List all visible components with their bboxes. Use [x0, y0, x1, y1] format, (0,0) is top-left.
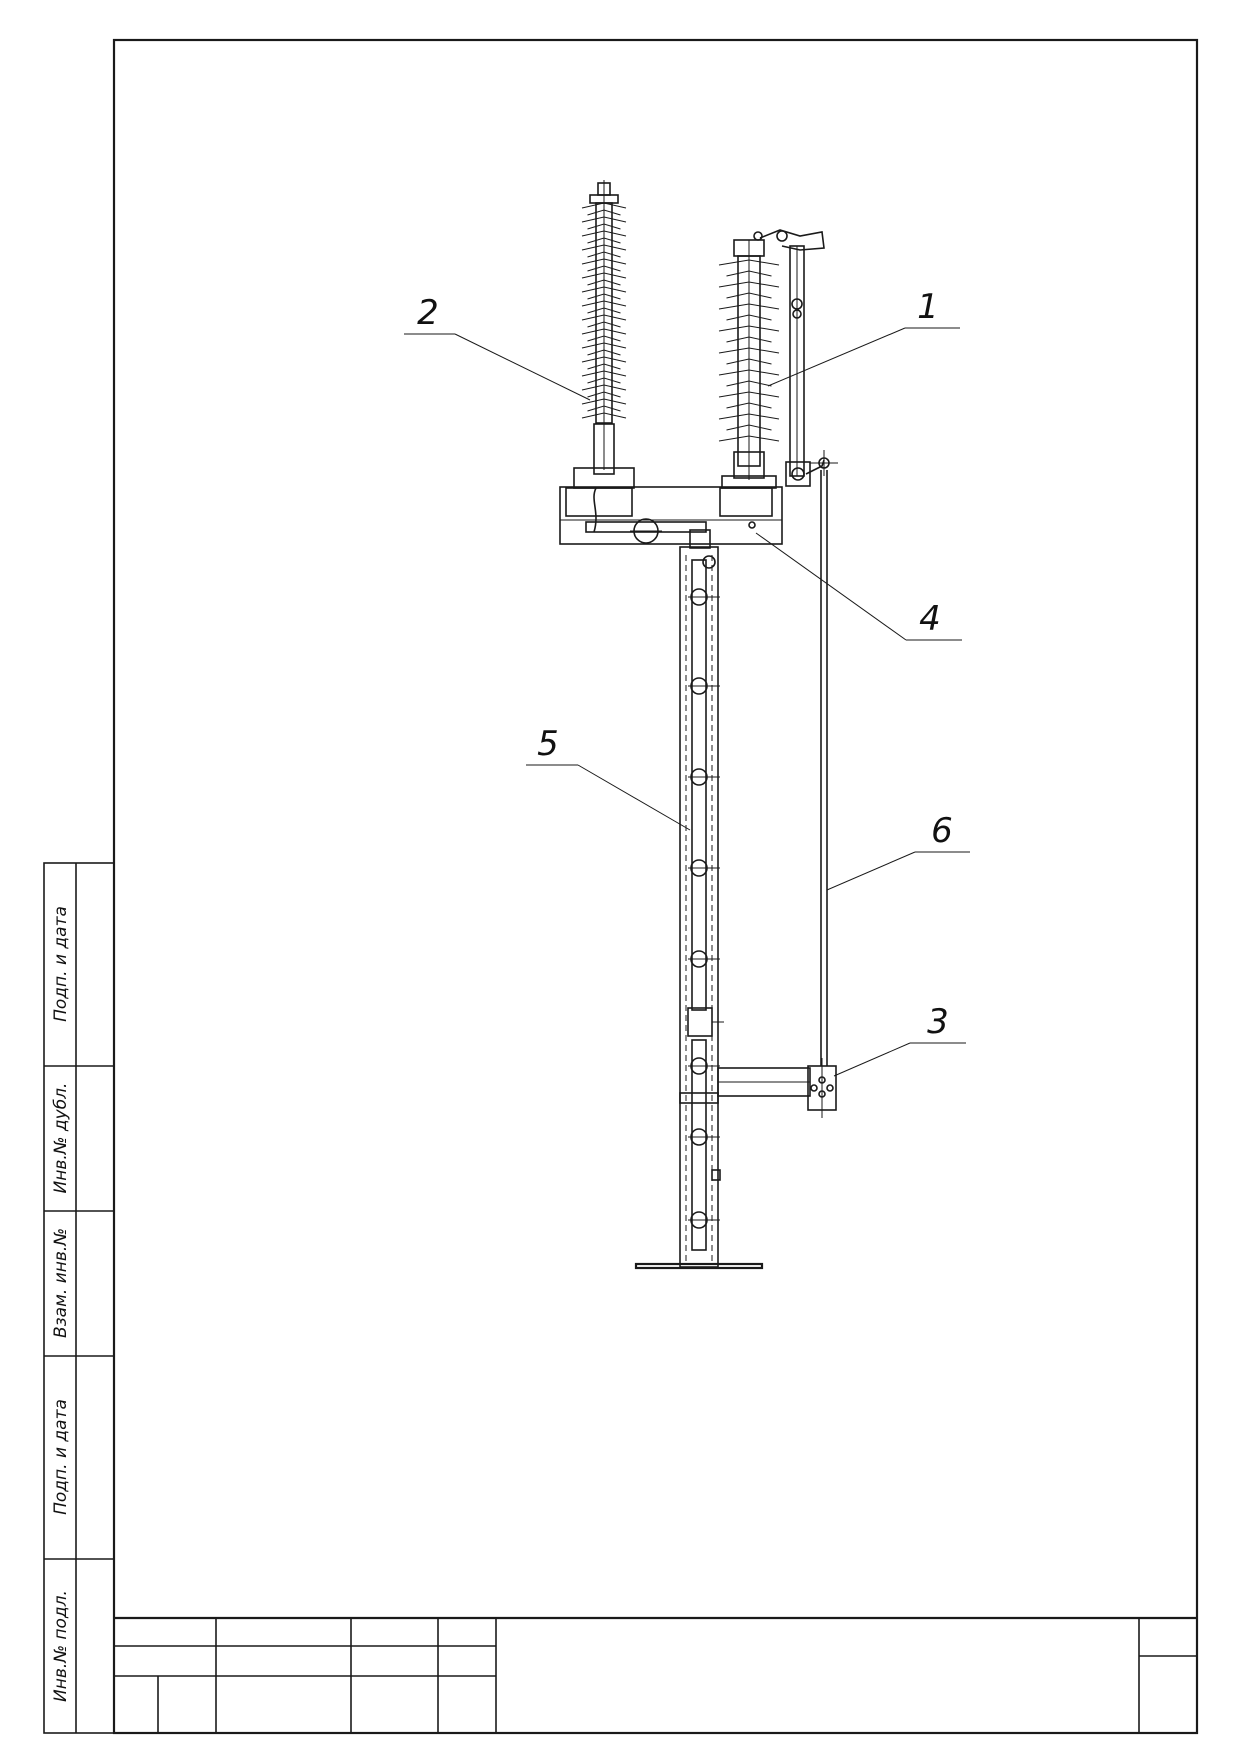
drive-rod	[810, 450, 838, 1066]
insulator-shed	[581, 342, 627, 349]
insulator-shed	[581, 244, 627, 251]
side-stamp-label-5: Инв.№ подл.	[51, 1590, 71, 1702]
insulator-shed	[718, 369, 780, 376]
insulator-shed	[718, 259, 780, 266]
insulator-2-sheds	[581, 202, 627, 419]
insulator-shed	[726, 336, 772, 343]
insulator-2	[573, 180, 635, 533]
side-stamp-label-4: Подп. и дата	[51, 1399, 71, 1515]
drive-arm	[679, 1058, 837, 1118]
insulator-shed	[587, 377, 621, 384]
insulator-shed	[587, 363, 621, 370]
insulator-shed	[587, 265, 621, 272]
insulator-shed	[587, 335, 621, 342]
insulator-shed	[587, 279, 621, 286]
insulator-shed	[581, 300, 627, 307]
insulator-1-sheds	[718, 259, 780, 442]
callout-3: 3	[927, 1002, 949, 1042]
callout-4: 4	[919, 599, 941, 639]
side-stamp-label-2: Инв.№ дубл.	[51, 1083, 71, 1194]
insulator-shed	[581, 384, 627, 391]
insulator-shed	[587, 321, 621, 328]
insulator-shed	[718, 347, 780, 354]
insulator-shed	[581, 272, 627, 279]
callout-5: 5	[537, 724, 559, 764]
insulator-shed	[581, 286, 627, 293]
insulator-shed	[726, 358, 772, 365]
insulator-shed	[718, 281, 780, 288]
insulator-shed	[581, 370, 627, 377]
insulator-shed	[587, 209, 621, 216]
insulator-shed	[726, 270, 772, 277]
insulator-shed	[726, 424, 772, 431]
insulator-shed	[718, 391, 780, 398]
insulator-shed	[726, 402, 772, 409]
callout-2: 2	[417, 293, 439, 333]
insulator-shed	[581, 398, 627, 405]
callouts: 1 2 3 4 5 6	[404, 287, 970, 1077]
insulator-shed	[587, 293, 621, 300]
insulator-shed	[718, 325, 780, 332]
insulator-shed	[581, 314, 627, 321]
insulator-shed	[581, 328, 627, 335]
insulator-shed	[581, 230, 627, 237]
insulator-1	[718, 229, 825, 489]
side-stamp-label-3: Взам. инв.№	[51, 1228, 71, 1338]
support-post	[634, 546, 764, 1270]
insulator-shed	[587, 251, 621, 258]
insulator-shed	[581, 412, 627, 419]
insulator-shed	[581, 202, 627, 209]
insulator-shed	[587, 237, 621, 244]
insulator-shed	[581, 356, 627, 363]
insulator-shed	[718, 303, 780, 310]
insulator-shed	[726, 292, 772, 299]
insulator-shed	[587, 223, 621, 230]
callout-1: 1	[917, 287, 939, 327]
side-stamp-label-1: Подп. и дата	[51, 906, 71, 1022]
callout-6: 6	[931, 811, 953, 851]
insulator-shed	[718, 413, 780, 420]
drawing-frame	[112, 38, 1199, 1735]
insulator-shed	[581, 258, 627, 265]
insulator-shed	[581, 216, 627, 223]
insulator-shed	[587, 307, 621, 314]
post-clamps	[688, 588, 720, 1229]
insulator-shed	[587, 405, 621, 412]
insulator-shed	[587, 391, 621, 398]
insulator-shed	[718, 435, 780, 442]
insulator-shed	[726, 380, 772, 387]
insulator-shed	[726, 314, 772, 321]
insulator-shed	[587, 349, 621, 356]
title-block	[114, 1616, 1197, 1733]
side-stamp: Подп. и дата Инв.№ дубл. Взам. инв.№ Под…	[43, 862, 115, 1734]
